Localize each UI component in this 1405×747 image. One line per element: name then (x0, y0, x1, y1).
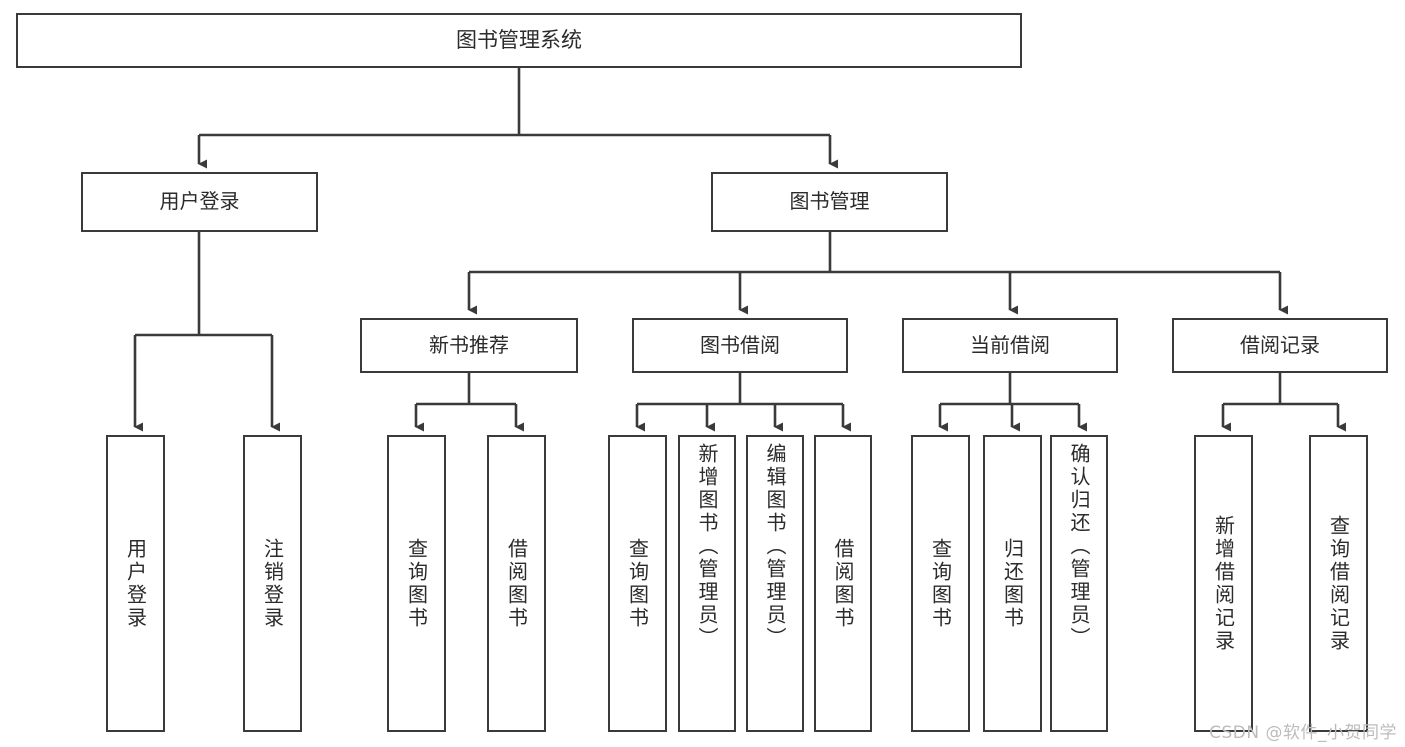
node-leaf-user-login[interactable]: 用户登录 (106, 435, 165, 732)
node-leaf-query-book-1-label: 查询图书 (404, 537, 429, 630)
node-new-book-recommend[interactable]: 新书推荐 (360, 318, 578, 373)
node-new-book-recommend-label: 新书推荐 (429, 332, 509, 357)
node-leaf-add-record[interactable]: 新增借阅记录 (1194, 435, 1253, 732)
node-user-login[interactable]: 用户登录 (81, 172, 318, 232)
node-leaf-query-record[interactable]: 查询借阅记录 (1309, 435, 1368, 732)
node-leaf-borrow-book-1[interactable]: 借阅图书 (487, 435, 546, 732)
node-leaf-query-record-label: 查询借阅记录 (1326, 514, 1351, 653)
node-book-manage[interactable]: 图书管理 (711, 172, 948, 232)
node-root-label: 图书管理系统 (456, 28, 582, 53)
edges-current-borrow-to-leaves (938, 373, 1087, 432)
node-borrow-record-label: 借阅记录 (1240, 332, 1320, 357)
node-leaf-confirm-return[interactable]: 确认归还（管理员） (1050, 435, 1108, 732)
node-book-borrow[interactable]: 图书借阅 (632, 318, 848, 373)
node-leaf-query-book-3[interactable]: 查询图书 (911, 435, 970, 732)
edges-book-manage-to-level3 (467, 232, 1288, 315)
node-leaf-query-book-1[interactable]: 查询图书 (387, 435, 446, 732)
node-leaf-return-book-label: 归还图书 (1000, 537, 1025, 630)
edges-user-login-to-leaves (133, 232, 280, 432)
node-leaf-user-login-label: 用户登录 (123, 537, 148, 630)
node-leaf-add-book-label: 新增图书（管理员） (695, 443, 719, 650)
node-leaf-logout-login-label: 注销登录 (260, 537, 285, 630)
node-leaf-borrow-book-1-label: 借阅图书 (504, 537, 529, 630)
node-leaf-query-book-2[interactable]: 查询图书 (608, 435, 667, 732)
node-leaf-logout-login[interactable]: 注销登录 (243, 435, 302, 732)
node-leaf-query-book-2-label: 查询图书 (625, 537, 650, 630)
node-leaf-borrow-book-2[interactable]: 借阅图书 (814, 435, 872, 732)
node-root[interactable]: 图书管理系统 (16, 13, 1022, 68)
node-leaf-add-book[interactable]: 新增图书（管理员） (678, 435, 736, 732)
csdn-watermark: CSDN @软件_小贺同学 (1209, 723, 1397, 743)
node-leaf-confirm-return-label: 确认归还（管理员） (1067, 443, 1091, 650)
node-leaf-edit-book-label: 编辑图书（管理员） (763, 443, 787, 650)
node-leaf-return-book[interactable]: 归还图书 (983, 435, 1042, 732)
edges-root-to-level2 (197, 68, 838, 169)
node-leaf-edit-book[interactable]: 编辑图书（管理员） (746, 435, 804, 732)
node-user-login-label: 用户登录 (159, 189, 240, 214)
node-book-manage-label: 图书管理 (789, 189, 870, 214)
edges-book-borrow-to-leaves (635, 373, 851, 432)
node-leaf-query-book-3-label: 查询图书 (928, 537, 953, 630)
edges-borrow-record-to-leaves (1221, 373, 1346, 432)
node-borrow-record[interactable]: 借阅记录 (1172, 318, 1388, 373)
node-leaf-borrow-book-2-label: 借阅图书 (831, 537, 855, 630)
node-current-borrow[interactable]: 当前借阅 (902, 318, 1118, 373)
node-book-borrow-label: 图书借阅 (700, 332, 780, 357)
node-current-borrow-label: 当前借阅 (970, 332, 1050, 357)
node-leaf-add-record-label: 新增借阅记录 (1211, 514, 1236, 653)
edges-new-book-recommend-to-leaves (414, 373, 524, 432)
